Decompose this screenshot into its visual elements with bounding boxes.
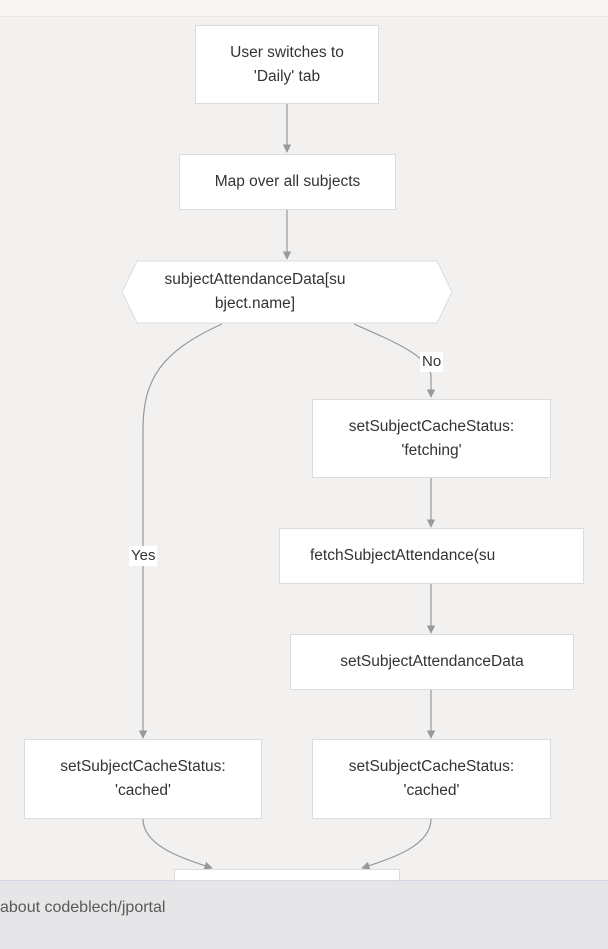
node-map-subjects-label: Map over all subjects (214, 173, 361, 190)
node-map-subjects: Map over all subjects (179, 154, 396, 210)
node-fetch-attendance: fetchSubjectAttendance(su (279, 528, 584, 584)
edge-decision-no (353, 323, 436, 398)
top-strip (0, 0, 608, 17)
node-cache-cached-right: setSubjectCacheStatus: 'cached' (312, 739, 551, 819)
footer-repo-link[interactable]: about codeblech/jportal (0, 899, 166, 916)
footer-bar: about codeblech/jportal (0, 880, 608, 949)
node-set-attendance-data-label: setSubjectAttendanceData (340, 653, 524, 670)
node-fetch-attendance-label: fetchSubjectAttendance(su (310, 547, 496, 564)
node-decision-label: subjectAttendanceData[su bject.name] (164, 271, 346, 312)
node-switch-tab-label: User switches to 'Daily' tab (230, 43, 344, 85)
node-cache-fetching: setSubjectCacheStatus: 'fetching' (312, 399, 551, 478)
decision-hexagon (121, 260, 453, 324)
node-cache-cached-right-label: setSubjectCacheStatus: 'cached' (348, 758, 515, 799)
node-cache-cached-left-label: setSubjectCacheStatus: 'cached' (60, 758, 226, 799)
edge-decision-yes (138, 323, 223, 739)
node-cache-cached-left: setSubjectCacheStatus: 'cached' (24, 739, 262, 819)
edge-cachedright-to-end (361, 818, 432, 870)
edge-label-no: No (420, 352, 444, 372)
node-cache-fetching-label: setSubjectCacheStatus: 'fetching' (348, 417, 515, 459)
edge-cachedleft-to-end (142, 818, 213, 870)
node-set-attendance-data: setSubjectAttendanceData (290, 634, 574, 690)
edge-label-yes: Yes (129, 546, 158, 566)
node-switch-tab: User switches to 'Daily' tab (195, 25, 379, 104)
